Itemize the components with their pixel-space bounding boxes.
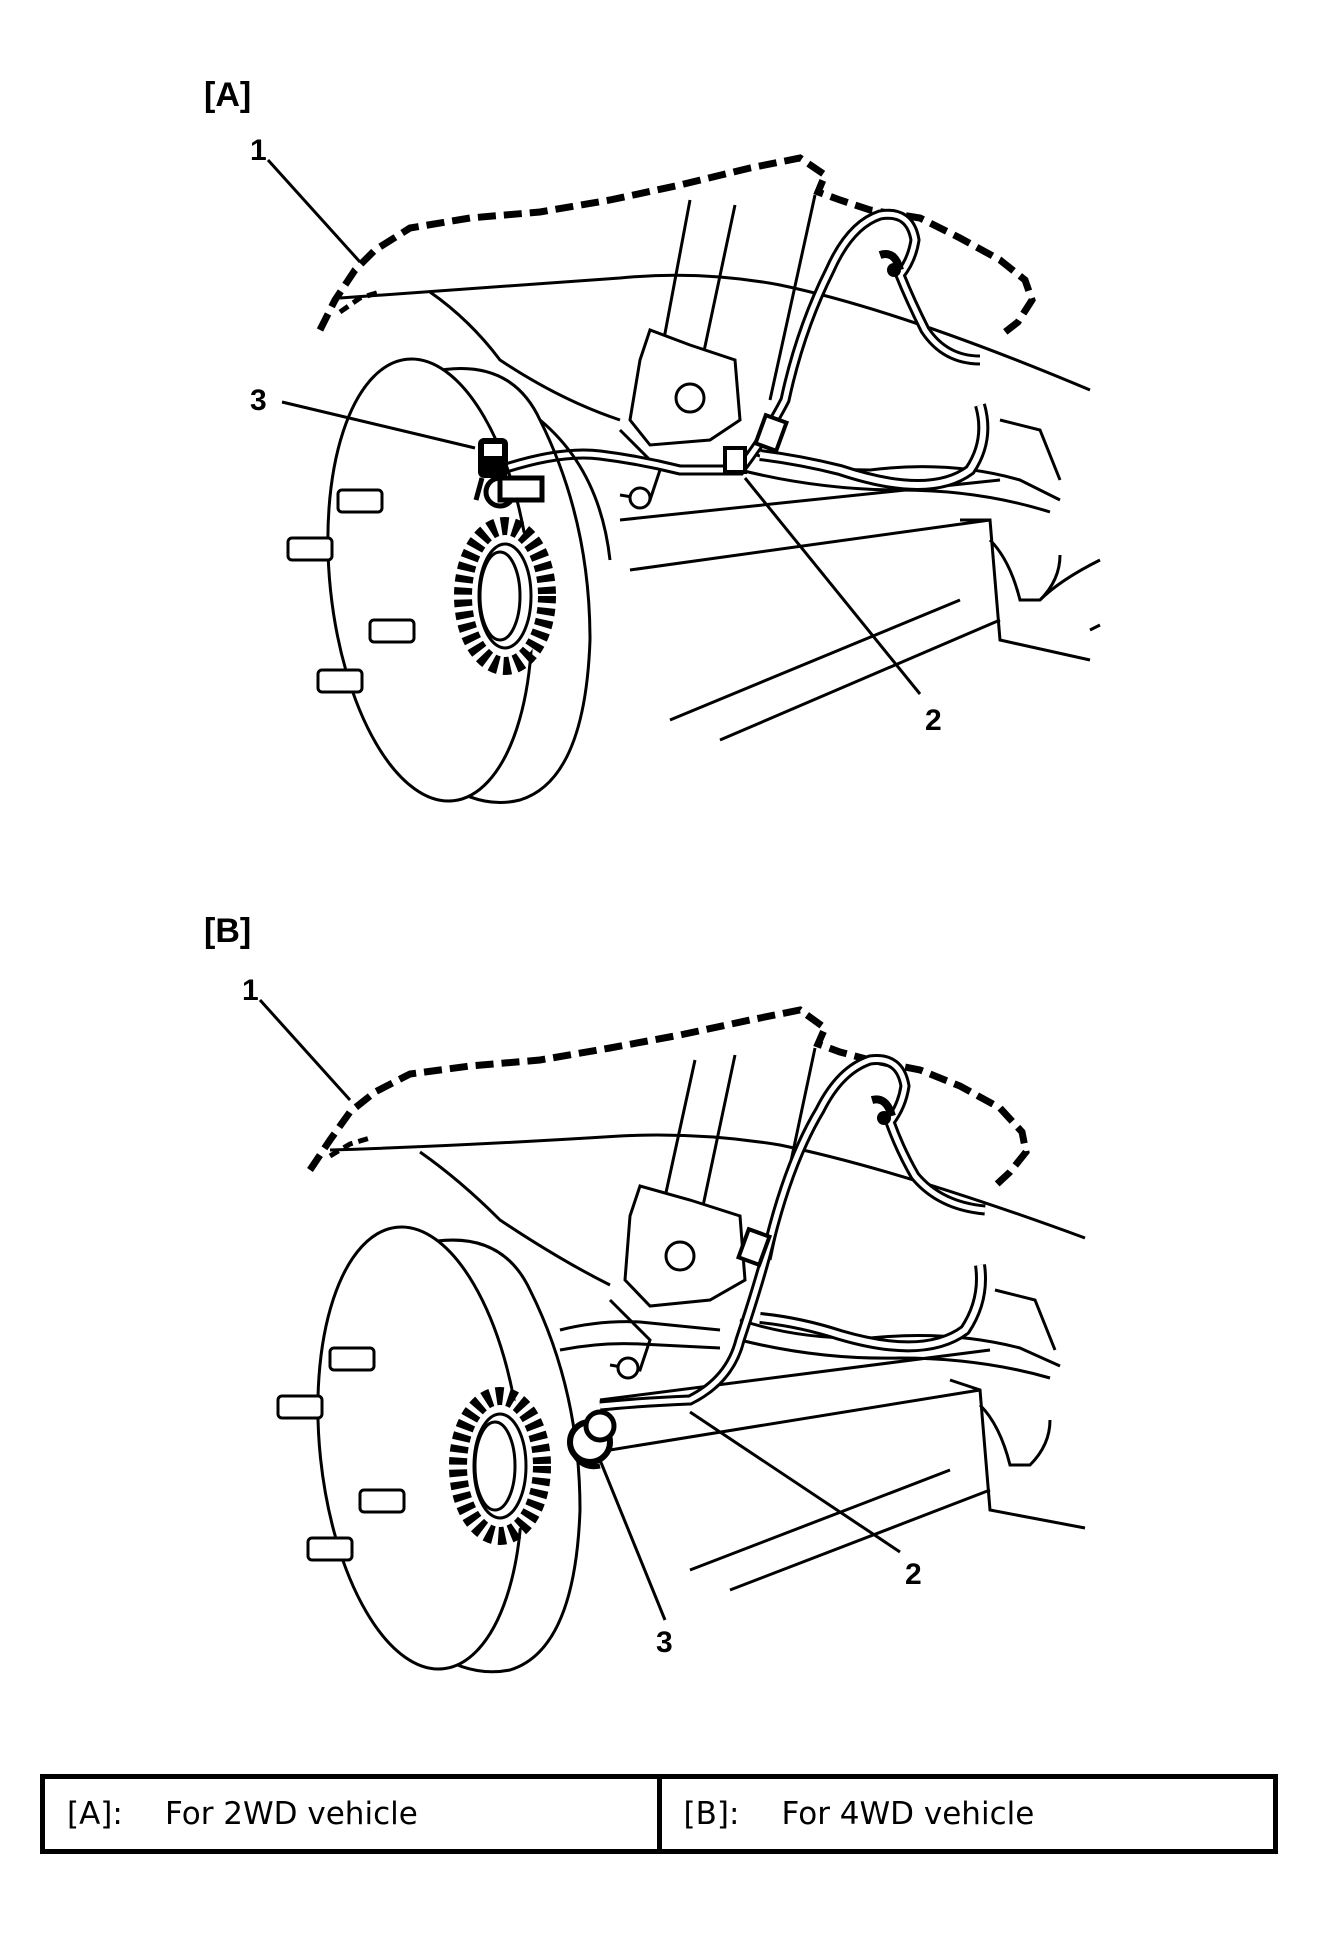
legend-text-a: For 2WD vehicle	[165, 1796, 418, 1832]
legend-item-a: [A]: For 2WD vehicle	[45, 1779, 657, 1849]
harness-clamp	[735, 1226, 773, 1268]
drive-shaft	[559, 1320, 721, 1352]
callout-1: 1	[250, 134, 267, 167]
wheel-speed-sensor	[567, 1409, 617, 1470]
leader-line-2	[689, 1410, 901, 1554]
vehicle-body-dashed-outline	[307, 1006, 1030, 1189]
diagram-panel-b: [B]	[204, 912, 1086, 1674]
frame-upper-line	[339, 273, 1091, 392]
leader-line-3	[281, 400, 476, 450]
wheel-studs	[276, 1346, 406, 1562]
brake-drum	[316, 1225, 582, 1674]
legend-key-a: [A]:	[67, 1796, 123, 1832]
wheel-speed-sensor-harness	[498, 208, 981, 476]
panel-a-label: [A]	[204, 76, 251, 114]
frame-rail	[949, 1378, 1086, 1530]
leader-line-2	[743, 477, 922, 695]
panel-b-label: [B]	[204, 912, 251, 950]
vehicle-body-dashed-outline	[316, 154, 1036, 339]
leader-line-1	[266, 158, 362, 264]
strut-tube	[658, 199, 737, 371]
brake-hose	[759, 403, 990, 491]
leader-line-3	[598, 1459, 667, 1621]
legend-table: [A]: For 2WD vehicle [B]: For 4WD vehicl…	[40, 1774, 1278, 1854]
callout-2: 2	[905, 1558, 922, 1591]
legend-item-b: [B]: For 4WD vehicle	[656, 1779, 1274, 1849]
leader-line-1	[258, 998, 352, 1102]
frame-rail	[960, 518, 1091, 662]
callout-1: 1	[242, 974, 259, 1007]
diagram-panel-a: [A]	[204, 76, 1101, 804]
harness-clamp	[752, 412, 790, 454]
callout-3: 3	[250, 384, 267, 417]
sensor-rotor	[449, 1387, 551, 1545]
sensor-rotor	[454, 517, 556, 675]
legend-text-b: For 4WD vehicle	[781, 1796, 1035, 1832]
callout-3: 3	[656, 1626, 673, 1659]
legend-key-b: [B]:	[683, 1796, 740, 1832]
wheel-studs	[286, 488, 416, 694]
wheel-speed-sensor	[473, 438, 545, 509]
callout-2: 2	[925, 704, 942, 737]
